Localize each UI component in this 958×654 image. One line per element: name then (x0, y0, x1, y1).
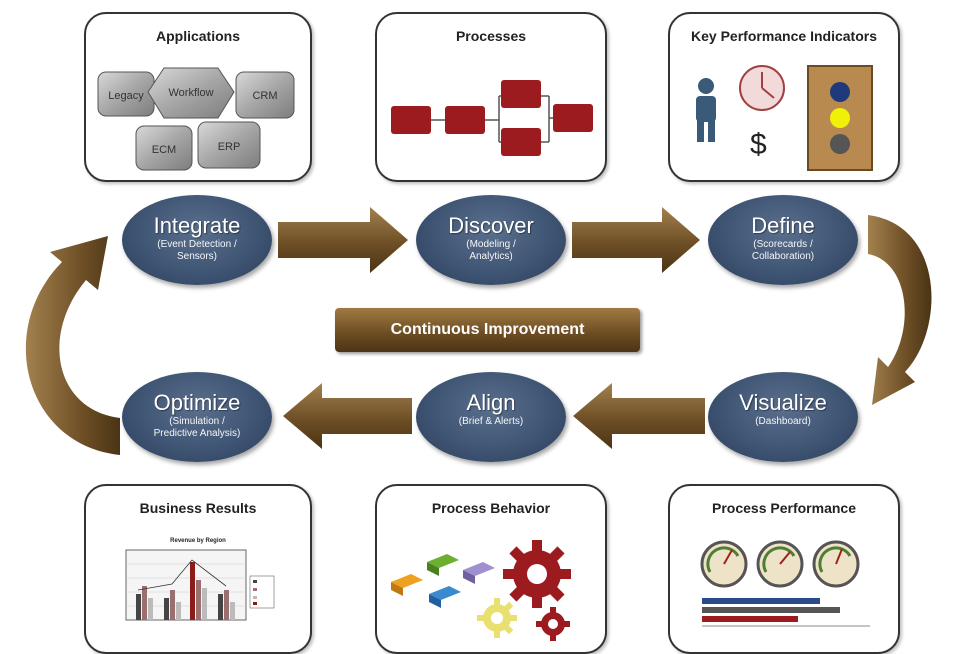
arrow-discover-to-define (572, 207, 700, 273)
app-workflow-label: Workflow (168, 87, 213, 99)
app-legacy-label: Legacy (108, 90, 144, 102)
process-performance-card-title: Process Performance (712, 500, 856, 516)
stage-optimize-name: Optimize (153, 390, 241, 415)
clock-icon (739, 65, 785, 111)
stage-discover-name: Discover (448, 213, 534, 238)
dollar-icon: $ (750, 128, 767, 161)
applications-card-title: Applications (155, 28, 240, 44)
stage-align-name: Align (466, 390, 516, 415)
arrow-integrate-to-discover (278, 207, 408, 273)
arrow-visualize-to-align (573, 383, 705, 449)
process-step-4 (501, 128, 541, 156)
stage-integrate: Integrate (Event Detection / Sensors) (122, 195, 272, 285)
gear-small-icon (536, 607, 570, 641)
revenue-chart-title: Revenue by Region (170, 538, 226, 544)
stage-discover: Discover (Modeling / Analytics) (416, 195, 566, 285)
processes-card-title: Processes (455, 28, 527, 44)
stage-integrate-desc-2: Sensors) (176, 251, 217, 262)
gear-yellow-icon (477, 598, 517, 638)
stage-optimize: Optimize (Simulation / Predictive Analys… (122, 372, 272, 462)
stage-align: Align (Brief & Alerts) (416, 372, 566, 462)
flow-blocks (391, 554, 495, 608)
process-step-5 (553, 104, 593, 132)
stage-optimize-desc-2: Predictive Analysis) (153, 428, 241, 439)
kpi-card-title: Key Performance Indicators (691, 28, 877, 44)
process-behavior-card: Process Behavior (375, 484, 607, 654)
arrow-define-to-visualize (868, 215, 932, 405)
app-ecm-label: ECM (152, 144, 176, 156)
stage-discover-desc-1: (Modeling / (466, 239, 516, 250)
business-results-card-title: Business Results (139, 500, 257, 516)
app-erp-label: ERP (218, 141, 241, 153)
stage-visualize-name: Visualize (739, 390, 827, 415)
stage-optimize-desc-1: (Simulation / (169, 416, 225, 427)
gauge-icon (812, 540, 860, 588)
person-icon (696, 78, 716, 142)
kpi-card: Key Performance Indicators $ (668, 12, 900, 182)
stage-define-desc-2: Collaboration) (751, 251, 815, 262)
gauge-icon (756, 540, 804, 588)
process-performance-illustration (700, 540, 870, 627)
continuous-improvement-banner: Continuous Improvement (335, 308, 640, 352)
stage-visualize-desc-1: (Dashboard) (755, 416, 811, 427)
stage-define: Define (Scorecards / Collaboration) (708, 195, 858, 285)
applications-card: Applications Legacy Workflow CRM ECM ERP (84, 12, 312, 182)
process-behavior-illustration (391, 540, 571, 641)
business-results-card: Business Results Revenue by Region (84, 484, 312, 654)
stage-define-name: Define (751, 213, 815, 238)
process-step-1 (391, 106, 431, 134)
stage-define-desc-1: (Scorecards / (753, 239, 813, 250)
stage-align-desc-1: (Brief & Alerts) (458, 416, 524, 427)
traffic-light-icon (807, 65, 873, 171)
process-behavior-card-title: Process Behavior (431, 500, 551, 516)
process-performance-card: Process Performance (668, 484, 900, 654)
stage-integrate-desc-1: (Event Detection / (157, 239, 237, 250)
arrow-align-to-optimize (283, 383, 412, 449)
gear-large-icon (503, 540, 571, 608)
applications-illustration: Legacy Workflow CRM ECM ERP (97, 67, 295, 171)
processes-card: Processes (375, 12, 607, 182)
gauge-icon (700, 540, 748, 588)
process-step-2 (445, 106, 485, 134)
stage-discover-desc-2: Analytics) (469, 251, 513, 262)
stage-visualize: Visualize (Dashboard) (708, 372, 858, 462)
performance-bars (702, 598, 870, 627)
revenue-chart-thumbnail: Revenue by Region (125, 538, 275, 621)
process-flow-illustration (391, 80, 593, 156)
arrow-optimize-to-integrate (25, 236, 120, 455)
app-crm-label: CRM (252, 90, 277, 102)
revenue-bars (136, 562, 235, 620)
stage-integrate-name: Integrate (153, 213, 241, 238)
process-step-3 (501, 80, 541, 108)
kpi-illustration: $ (696, 65, 873, 171)
